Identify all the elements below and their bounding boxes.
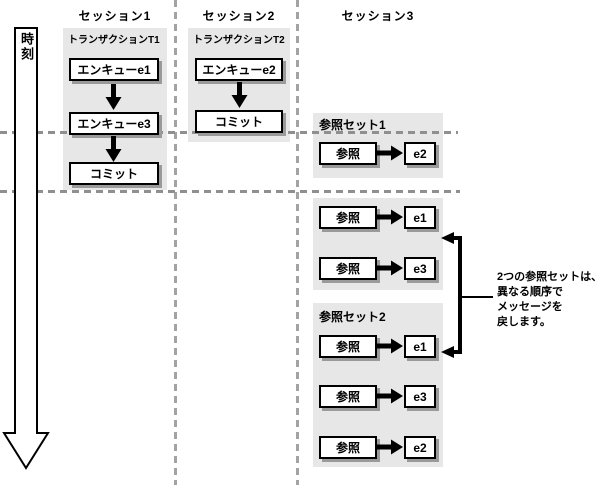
ref-action-box: 参照: [319, 335, 377, 358]
session-divider-2: [296, 0, 299, 485]
message-box: e2: [404, 436, 436, 459]
session-divider-1: [174, 0, 177, 485]
time-axis-label: 時刻: [19, 32, 34, 62]
enqueue-e1-box: エンキューe1: [69, 58, 159, 81]
flow-arrow-right-icon: [377, 338, 403, 354]
time-marker-line-2: [0, 190, 460, 193]
message-box: e3: [404, 257, 436, 280]
comparison-bracket-line: [458, 236, 462, 354]
transaction-t2-label: トランザクションT2: [193, 35, 285, 46]
annotation-text-line: 戻します。: [497, 316, 551, 328]
ref-action-box: 参照: [319, 385, 377, 408]
commit-box-t1: コミット: [69, 162, 159, 185]
flow-arrow-right-icon: [377, 439, 403, 455]
ref-action-box: 参照: [319, 257, 377, 280]
message-box: e1: [404, 335, 436, 358]
commit-box-t2: コミット: [195, 110, 283, 133]
message-box: e2: [404, 142, 436, 165]
flow-arrow-right-icon: [377, 260, 403, 276]
annotation-leader-line: [462, 296, 493, 298]
session-1-title: セッション1: [78, 9, 152, 23]
session-3-title: セッション3: [341, 9, 415, 23]
annotation-text: 2つの参照セットは、 異なる順序で メッセージを 戻します。: [497, 270, 602, 330]
ref-set-2-label: 参照セット2: [319, 310, 386, 324]
ref-set-1-label: 参照セット1: [319, 118, 386, 132]
ref-action-box: 参照: [319, 142, 377, 165]
left-arrowhead-icon: [441, 346, 454, 358]
time-axis-arrow-icon: [2, 27, 50, 470]
comparison-bracket-arm-top: [452, 236, 458, 240]
flow-arrow-down-icon: [231, 82, 248, 108]
flow-arrow-down-icon: [105, 84, 122, 110]
flow-arrow-right-icon: [377, 209, 403, 225]
annotation-text-line: メッセージを: [497, 301, 563, 313]
ref-action-box: 参照: [319, 436, 377, 459]
annotation-text-line: 2つの参照セットは、: [497, 271, 603, 283]
message-box: e3: [404, 385, 436, 408]
enqueue-e2-box: エンキューe2: [195, 58, 283, 81]
transaction-t1-label: トランザクションT1: [68, 35, 160, 46]
flow-arrow-down-icon: [105, 136, 122, 162]
ref-action-box: 参照: [319, 206, 377, 229]
left-arrowhead-icon: [441, 232, 454, 244]
message-box: e1: [404, 206, 436, 229]
enqueue-e3-box: エンキューe3: [69, 112, 159, 135]
comparison-bracket-arm-bottom: [452, 350, 458, 354]
flow-arrow-right-icon: [377, 388, 403, 404]
annotation-text-line: 異なる順序で: [497, 286, 563, 298]
session-2-title: セッション2: [202, 9, 276, 23]
flow-arrow-right-icon: [377, 145, 403, 161]
